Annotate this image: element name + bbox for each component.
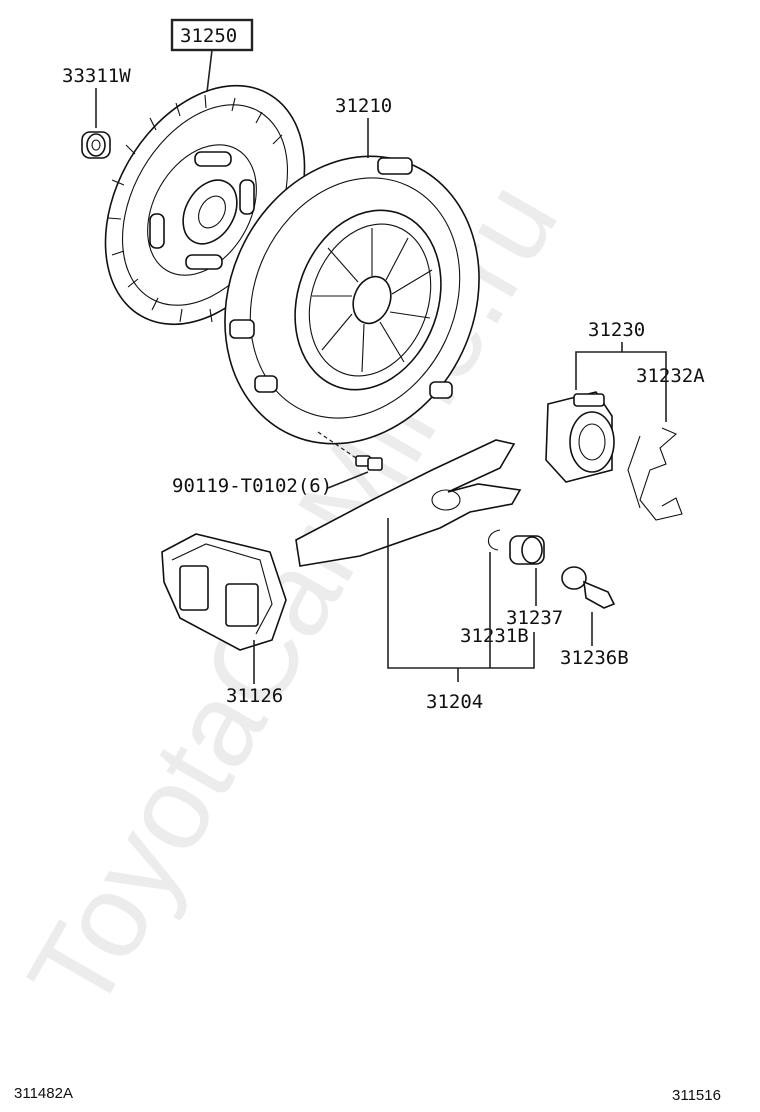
label-31230[interactable]: 31230 bbox=[588, 319, 645, 341]
label-31250[interactable]: 31250 bbox=[180, 25, 237, 47]
label-31237[interactable]: 31237 bbox=[506, 607, 563, 629]
release-bearing[interactable] bbox=[545, 391, 615, 483]
label-31232A[interactable]: 31232A bbox=[636, 365, 705, 387]
bearing-clip[interactable] bbox=[627, 427, 683, 521]
label-90119-T0102[interactable]: 90119-T0102(6) bbox=[172, 475, 332, 497]
fork-support-cushion[interactable] bbox=[509, 535, 545, 565]
label-31204[interactable]: 31204 bbox=[426, 691, 483, 713]
label-31126[interactable]: 31126 bbox=[226, 685, 283, 707]
pilot-bearing[interactable] bbox=[81, 131, 111, 159]
fork-clip[interactable] bbox=[487, 529, 501, 551]
label-33311W[interactable]: 33311W bbox=[62, 65, 131, 87]
boot[interactable] bbox=[161, 533, 287, 651]
label-31231B[interactable]: 31231B bbox=[460, 625, 529, 647]
bolt[interactable] bbox=[317, 431, 383, 471]
release-fork[interactable] bbox=[295, 439, 522, 567]
pressure-plate[interactable] bbox=[179, 114, 525, 485]
label-31236B[interactable]: 31236B bbox=[560, 647, 629, 669]
footer-left-code: 311482A bbox=[14, 1085, 73, 1102]
fork-support[interactable] bbox=[561, 566, 616, 609]
footer-right-code: 311516 bbox=[672, 1087, 721, 1104]
label-31210[interactable]: 31210 bbox=[335, 95, 392, 117]
